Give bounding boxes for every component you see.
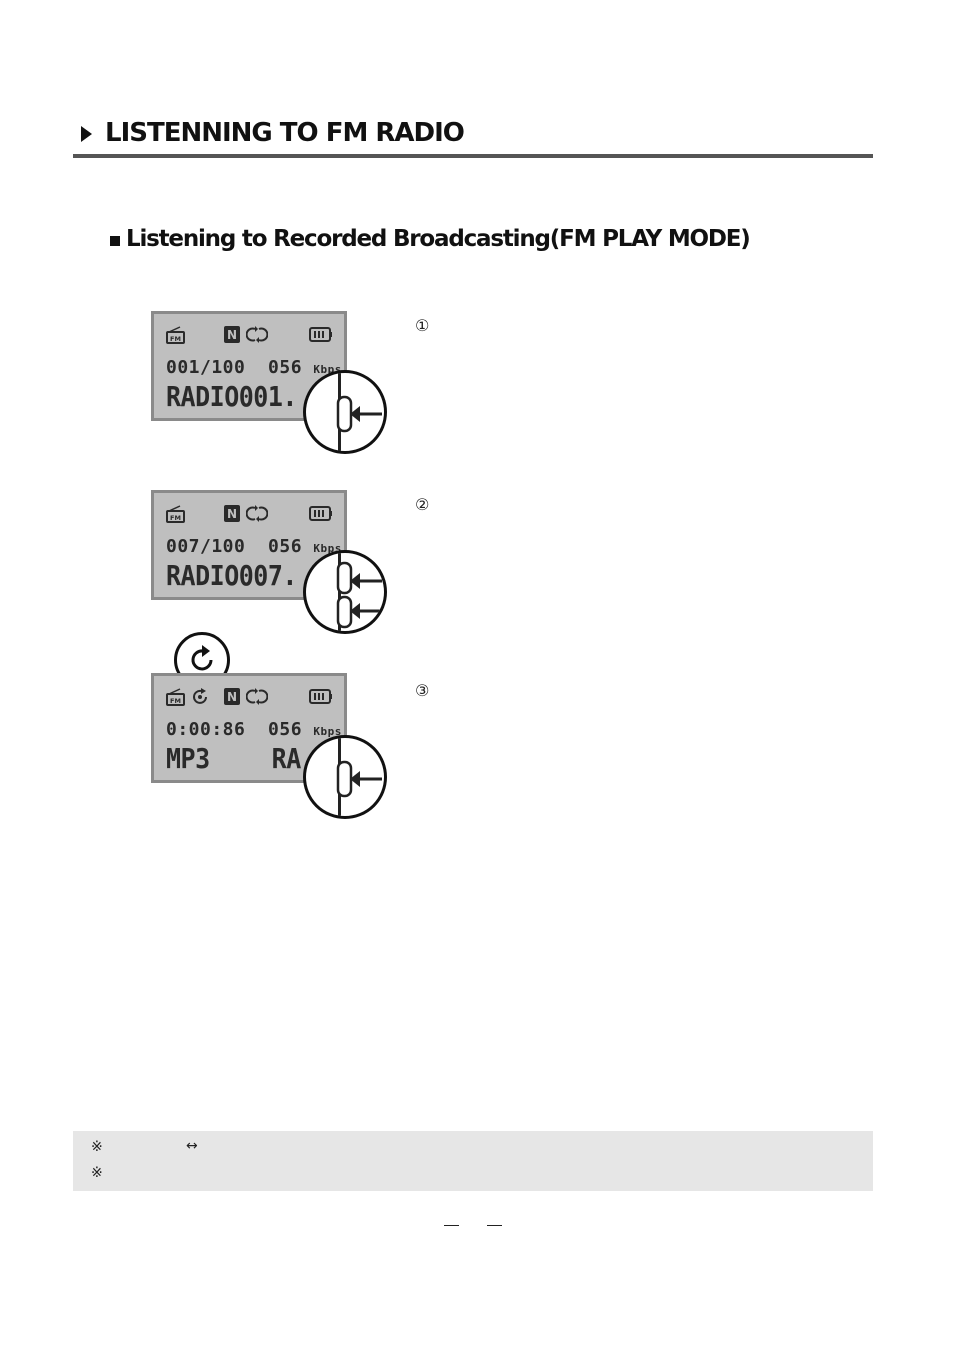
radio-icon: FM xyxy=(166,688,185,706)
track-counter: 007/100 xyxy=(166,536,246,557)
svg-text:N: N xyxy=(227,507,237,521)
lcd-format-row: MP3 RA xyxy=(166,742,301,774)
notes-box: ※ ↔ ※ xyxy=(73,1131,873,1191)
page-title: LISTENNING TO FM RADIO xyxy=(105,118,465,148)
press-arrow-icon xyxy=(336,760,382,798)
repeat-icon xyxy=(246,688,268,705)
repeat-icon xyxy=(246,326,268,343)
step-number-2: ② xyxy=(415,495,430,514)
left-right-arrow-icon: ↔ xyxy=(186,1138,198,1154)
bitrate-value: 056 xyxy=(268,357,303,378)
lcd-info-row: 001/100 056 Kbps xyxy=(166,357,342,378)
side-button-zoom-step-1 xyxy=(303,370,387,454)
resume-play-icon xyxy=(191,645,213,671)
svg-text:FM: FM xyxy=(170,697,181,705)
track-filename: RADIO001. M xyxy=(166,380,327,413)
file-format: MP3 xyxy=(166,742,210,775)
svg-text:N: N xyxy=(227,690,237,704)
track-filename: RA xyxy=(271,742,302,775)
bitrate-value: 056 xyxy=(268,536,303,557)
track-filename: RADIO007. M xyxy=(166,559,327,592)
normal-eq-icon: N xyxy=(224,326,240,343)
track-counter: 001/100 xyxy=(166,357,246,378)
side-button-zoom-step-2 xyxy=(303,550,387,634)
elapsed-time: 0:00:86 xyxy=(166,719,246,740)
bitrate-unit: Kbps xyxy=(313,725,342,738)
battery-icon xyxy=(309,506,332,521)
battery-icon xyxy=(309,327,332,342)
bitrate-value: 056 xyxy=(268,719,303,740)
header-rule xyxy=(73,154,873,158)
page-header: LISTENNING TO FM RADIO xyxy=(73,118,873,158)
lcd-info-row: 007/100 056 Kbps xyxy=(166,536,342,557)
side-button-zoom-step-3 xyxy=(303,735,387,819)
resume-icon xyxy=(193,688,207,704)
normal-eq-icon: N xyxy=(224,688,240,705)
press-arrows-icon xyxy=(336,561,382,629)
step-number-3: ③ xyxy=(415,681,430,700)
square-bullet-icon xyxy=(110,236,120,246)
battery-icon xyxy=(309,689,332,704)
section-title: Listening to Recorded Broadcasting(FM PL… xyxy=(126,226,751,252)
radio-icon: FM xyxy=(166,505,185,523)
page-number-dash-left xyxy=(444,1225,459,1226)
normal-eq-icon: N xyxy=(224,505,240,522)
svg-text:N: N xyxy=(227,328,237,342)
page-number-dash-right xyxy=(487,1225,502,1226)
note-mark-2: ※ xyxy=(91,1165,103,1181)
repeat-icon xyxy=(246,505,268,522)
radio-icon: FM xyxy=(166,326,185,344)
svg-text:FM: FM xyxy=(170,335,181,343)
press-arrow-icon xyxy=(336,395,382,433)
note-mark-1: ※ xyxy=(91,1139,103,1155)
step-number-1: ① xyxy=(415,316,430,335)
play-triangle-icon xyxy=(81,126,92,142)
lcd-info-row: 0:00:86 056 Kbps xyxy=(166,719,342,740)
svg-text:FM: FM xyxy=(170,514,181,522)
